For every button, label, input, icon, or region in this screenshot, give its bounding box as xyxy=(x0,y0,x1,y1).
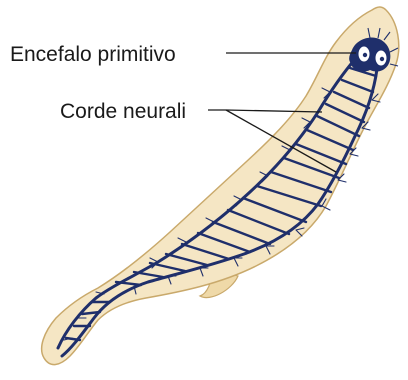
label-nerve-cords: Corde neurali xyxy=(60,100,186,123)
label-primitive-brain: Encefalo primitivo xyxy=(10,43,176,66)
